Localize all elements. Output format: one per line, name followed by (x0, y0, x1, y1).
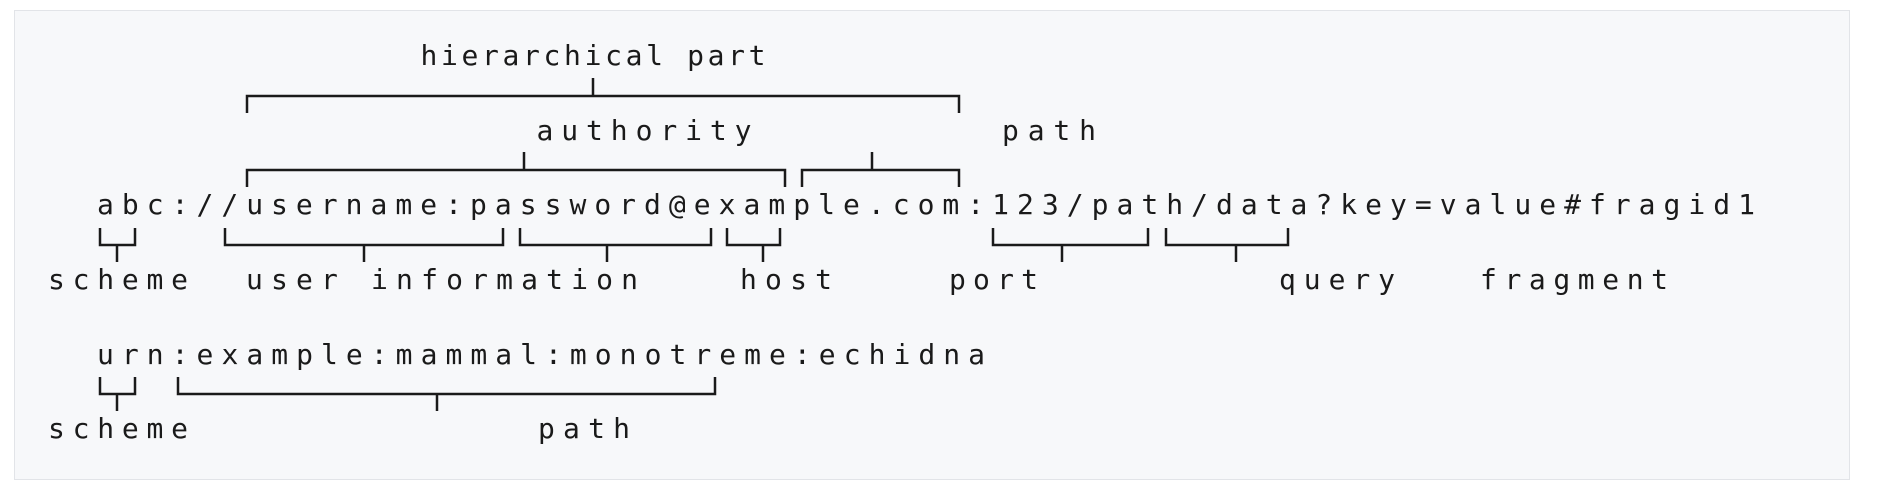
label-host: host (740, 263, 832, 296)
label-urn-scheme: scheme (48, 412, 188, 445)
bracket-hierarchical-part (245, 78, 961, 113)
uri-line-2: urn:example:mammal:monotreme:echidna (97, 338, 985, 371)
label-authority: authority (537, 114, 752, 147)
bracket-query (1164, 228, 1290, 262)
label-hierarchical-part: hierarchical part (421, 39, 766, 72)
bracket-path (800, 152, 961, 187)
bracket-scheme (98, 228, 137, 262)
uri-line-1: abc://username:password@example.com:123/… (97, 188, 1755, 221)
bracket-port (991, 228, 1150, 262)
bracket-password (518, 228, 713, 262)
label-urn-path: path (538, 412, 630, 445)
label-query: query (1279, 263, 1395, 296)
bracket-urn-scheme (98, 377, 137, 411)
label-user-information: user information (246, 263, 638, 296)
bracket-urn-path (176, 377, 717, 411)
bracket-user-information (223, 228, 505, 262)
label-fragment: fragment (1480, 263, 1668, 296)
bracket-authority (245, 152, 787, 187)
label-path: path (1002, 114, 1096, 147)
label-scheme: scheme (48, 263, 188, 296)
label-port: port (949, 263, 1038, 296)
bracket-host (725, 228, 782, 262)
